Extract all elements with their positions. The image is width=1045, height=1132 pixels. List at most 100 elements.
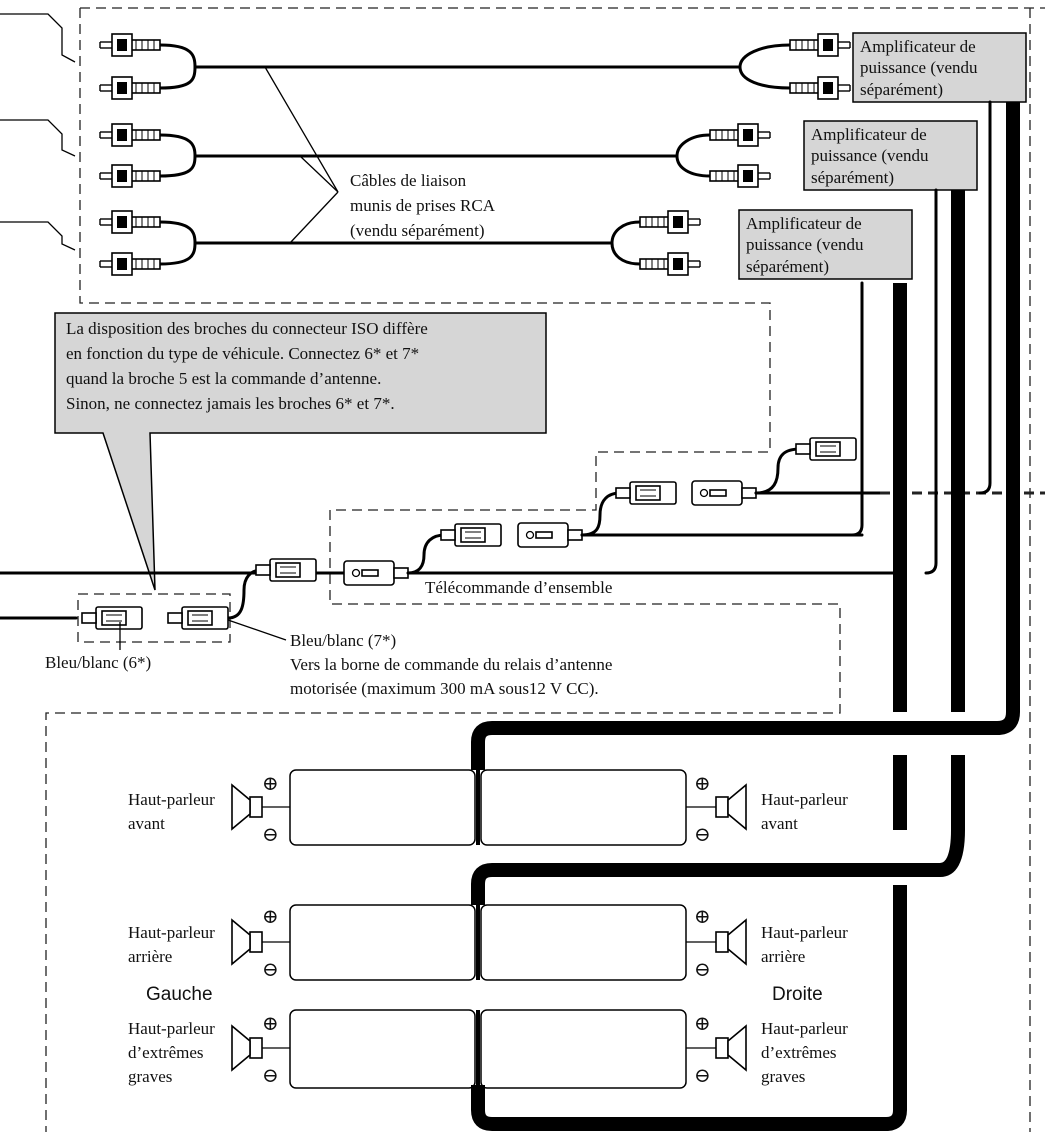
- svg-text:graves: graves: [761, 1067, 805, 1086]
- svg-text:Vers la borne de commande du r: Vers la borne de commande du relais d’an…: [290, 655, 612, 674]
- rca-plug-icon: [99, 210, 161, 234]
- plus-icon: ⊕: [262, 773, 279, 795]
- minus-icon: ⊖: [262, 959, 279, 981]
- svg-text:Haut-parleur: Haut-parleur: [761, 1019, 848, 1038]
- speaker-rear-right: [686, 919, 747, 965]
- svg-text:d’extrêmes: d’extrêmes: [761, 1043, 837, 1062]
- rca-cables-label: Câbles de liaison munis de prises RCA (v…: [350, 171, 496, 240]
- connector-male-icon: [343, 560, 409, 586]
- speaker-icon: [231, 784, 263, 830]
- connector-female-icon: [795, 437, 857, 461]
- speaker-icon: [231, 919, 263, 965]
- rca-plug-icon: [789, 33, 851, 57]
- svg-text:séparément): séparément): [860, 80, 943, 99]
- connector-male-icon: [517, 522, 583, 548]
- svg-text:Bleu/blanc (7*): Bleu/blanc (7*): [290, 631, 396, 650]
- svg-text:motorisée (maximum 300 mA sous: motorisée (maximum 300 mA sous12 V CC).: [290, 679, 599, 698]
- iso-pin6-connector-icon: [81, 606, 143, 630]
- rca-plug-icon: [99, 33, 161, 57]
- rca-plug-icon: [639, 210, 701, 234]
- rca-plug-icon: [789, 76, 851, 100]
- blue-white-7-label: Bleu/blanc (7*) Vers la borne de command…: [290, 631, 612, 698]
- svg-text:séparément): séparément): [746, 257, 829, 276]
- rca-plug-icon: [709, 164, 771, 188]
- iso-note-line2: en fonction du type de véhicule. Connect…: [66, 344, 419, 363]
- minus-icon: ⊖: [262, 1065, 279, 1087]
- speaker-icon: [715, 919, 747, 965]
- svg-text:séparément): séparément): [811, 168, 894, 187]
- speaker-icon: [715, 1025, 747, 1071]
- amplifier-box-3: Amplificateur de puissance (vendu séparé…: [738, 209, 913, 280]
- svg-text:Haut-parleur: Haut-parleur: [761, 923, 848, 942]
- minus-icon: ⊖: [694, 824, 711, 846]
- svg-text:avant: avant: [128, 814, 165, 833]
- svg-text:arrière: arrière: [128, 947, 172, 966]
- rca-plug-icon: [99, 164, 161, 188]
- speaker-front-right: [686, 784, 747, 830]
- plus-icon: ⊕: [694, 773, 711, 795]
- iso-note-line1: La disposition des broches du connecteur…: [66, 319, 428, 338]
- plus-icon: ⊕: [694, 1013, 711, 1035]
- speaker-icon: [715, 784, 747, 830]
- iso-note-callout: La disposition des broches du connecteur…: [54, 312, 547, 591]
- plus-icon: ⊕: [262, 1013, 279, 1035]
- speaker-labels: Haut-parleur avant Haut-parleur avant Ha…: [128, 790, 848, 1086]
- speaker-sub-left: [231, 1025, 290, 1071]
- rca-label-line2: munis de prises RCA: [350, 196, 496, 215]
- left-side-label: Gauche: [146, 984, 213, 1005]
- polarity-symbols: ⊕ ⊖ ⊕ ⊖ ⊕ ⊖ ⊕ ⊖ ⊕ ⊖ ⊕ ⊖: [262, 773, 711, 1087]
- svg-text:Haut-parleur: Haut-parleur: [128, 790, 215, 809]
- svg-text:Haut-parleur: Haut-parleur: [128, 923, 215, 942]
- svg-text:puissance (vendu: puissance (vendu: [811, 146, 929, 165]
- rca-cable-3: [99, 210, 701, 276]
- source-brackets: [0, 13, 76, 251]
- remote-wire-chain: [0, 437, 1045, 650]
- plus-icon: ⊕: [694, 906, 711, 928]
- rca-plug-icon: [99, 252, 161, 276]
- minus-icon: ⊖: [262, 824, 279, 846]
- rca-cable-2: [99, 123, 771, 188]
- minus-icon: ⊖: [694, 1065, 711, 1087]
- speaker-sub-right: [686, 1025, 747, 1071]
- connector-male-icon: [691, 480, 757, 506]
- svg-text:arrière: arrière: [761, 947, 805, 966]
- iso-note-line4: Sinon, ne connectez jamais les broches 6…: [66, 394, 395, 413]
- system-remote-label: Télécommande d’ensemble: [425, 578, 612, 597]
- speaker-rear-left: [231, 919, 290, 965]
- rca-label-line3: (vendu séparément): [350, 221, 485, 240]
- svg-text:d’extrêmes: d’extrêmes: [128, 1043, 204, 1062]
- rca-plug-icon: [709, 123, 771, 147]
- svg-text:Amplificateur de: Amplificateur de: [811, 125, 927, 144]
- rca-plug-icon: [639, 252, 701, 276]
- rca-plug-icon: [99, 123, 161, 147]
- svg-text:Haut-parleur: Haut-parleur: [128, 1019, 215, 1038]
- amp-remote-wires: [850, 100, 992, 575]
- speaker-front-left: [231, 784, 290, 830]
- plus-icon: ⊕: [262, 906, 279, 928]
- iso-pin7-connector-icon: [167, 606, 229, 630]
- svg-text:puissance (vendu: puissance (vendu: [746, 235, 864, 254]
- svg-text:Haut-parleur: Haut-parleur: [761, 790, 848, 809]
- rca-cable-1: [99, 33, 851, 100]
- speaker-icon: [231, 1025, 263, 1071]
- amplifier-box-2: Amplificateur de puissance (vendu séparé…: [803, 120, 978, 191]
- svg-text:puissance (vendu: puissance (vendu: [860, 58, 978, 77]
- right-side-label: Droite: [772, 984, 823, 1005]
- speaker-cables: [471, 102, 1020, 1131]
- connector-female-icon: [615, 481, 677, 505]
- svg-text:Amplificateur de: Amplificateur de: [860, 37, 976, 56]
- minus-icon: ⊖: [694, 959, 711, 981]
- rca-label-leaders: [264, 66, 339, 244]
- connector-female-icon: [440, 523, 502, 547]
- amplifier-box-1: Amplificateur de puissance (vendu séparé…: [852, 32, 1027, 103]
- connector-female-icon: [255, 558, 317, 582]
- rca-label-line1: Câbles de liaison: [350, 171, 467, 190]
- rca-plug-icon: [99, 76, 161, 100]
- speaker-split-wires: [289, 769, 687, 1089]
- iso-note-line3: quand la broche 5 est la commande d’ante…: [66, 369, 381, 388]
- svg-text:avant: avant: [761, 814, 798, 833]
- svg-text:graves: graves: [128, 1067, 172, 1086]
- svg-text:Amplificateur de: Amplificateur de: [746, 214, 862, 233]
- blue-white-6-label: Bleu/blanc (6*): [45, 653, 151, 672]
